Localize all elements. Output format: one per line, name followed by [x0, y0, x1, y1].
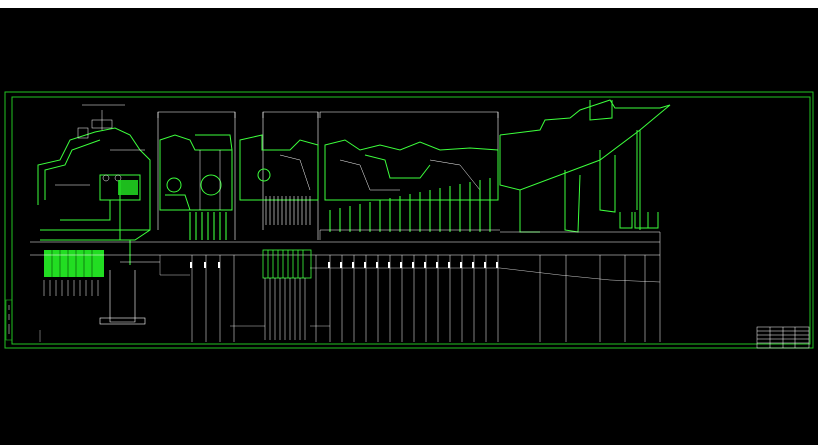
- hp-inner-casing: [199, 150, 481, 210]
- last-stage-blades: [564, 130, 659, 233]
- drawing-outer-frame: [4, 91, 814, 349]
- left-margin-label: [5, 299, 13, 341]
- hp-dimension-frame: [157, 111, 499, 240]
- lp-outer-casing: [499, 99, 671, 233]
- journal-bearing-block: [44, 250, 104, 277]
- hp-blade-stages: [189, 212, 227, 240]
- lp-blade-stages: [329, 178, 491, 232]
- lp-rotor-disc-outline: [319, 229, 661, 255]
- mid-gland-hatch: [264, 278, 306, 340]
- title-block: [756, 326, 810, 349]
- mid-gland-seal: [262, 249, 312, 279]
- hp-packing-rings: [265, 196, 311, 225]
- stage-dimension-lines: [191, 255, 661, 342]
- front-bearing-housing: [37, 127, 151, 265]
- shaft-profile: [39, 255, 661, 342]
- hp-outer-casing: [159, 134, 499, 211]
- bearing-hatch-marks: [43, 280, 99, 296]
- mid-gland-seal-lines: [267, 250, 304, 278]
- drawing-inner-frame: [11, 96, 811, 345]
- governor-details: [55, 104, 145, 186]
- bearing-pedestal: [99, 261, 160, 325]
- journal-bearing-lines: [51, 250, 93, 277]
- viewer-top-bar: [0, 0, 818, 8]
- thrust-bearing-pad: [118, 180, 138, 195]
- stage-tick-annotations: [190, 262, 498, 268]
